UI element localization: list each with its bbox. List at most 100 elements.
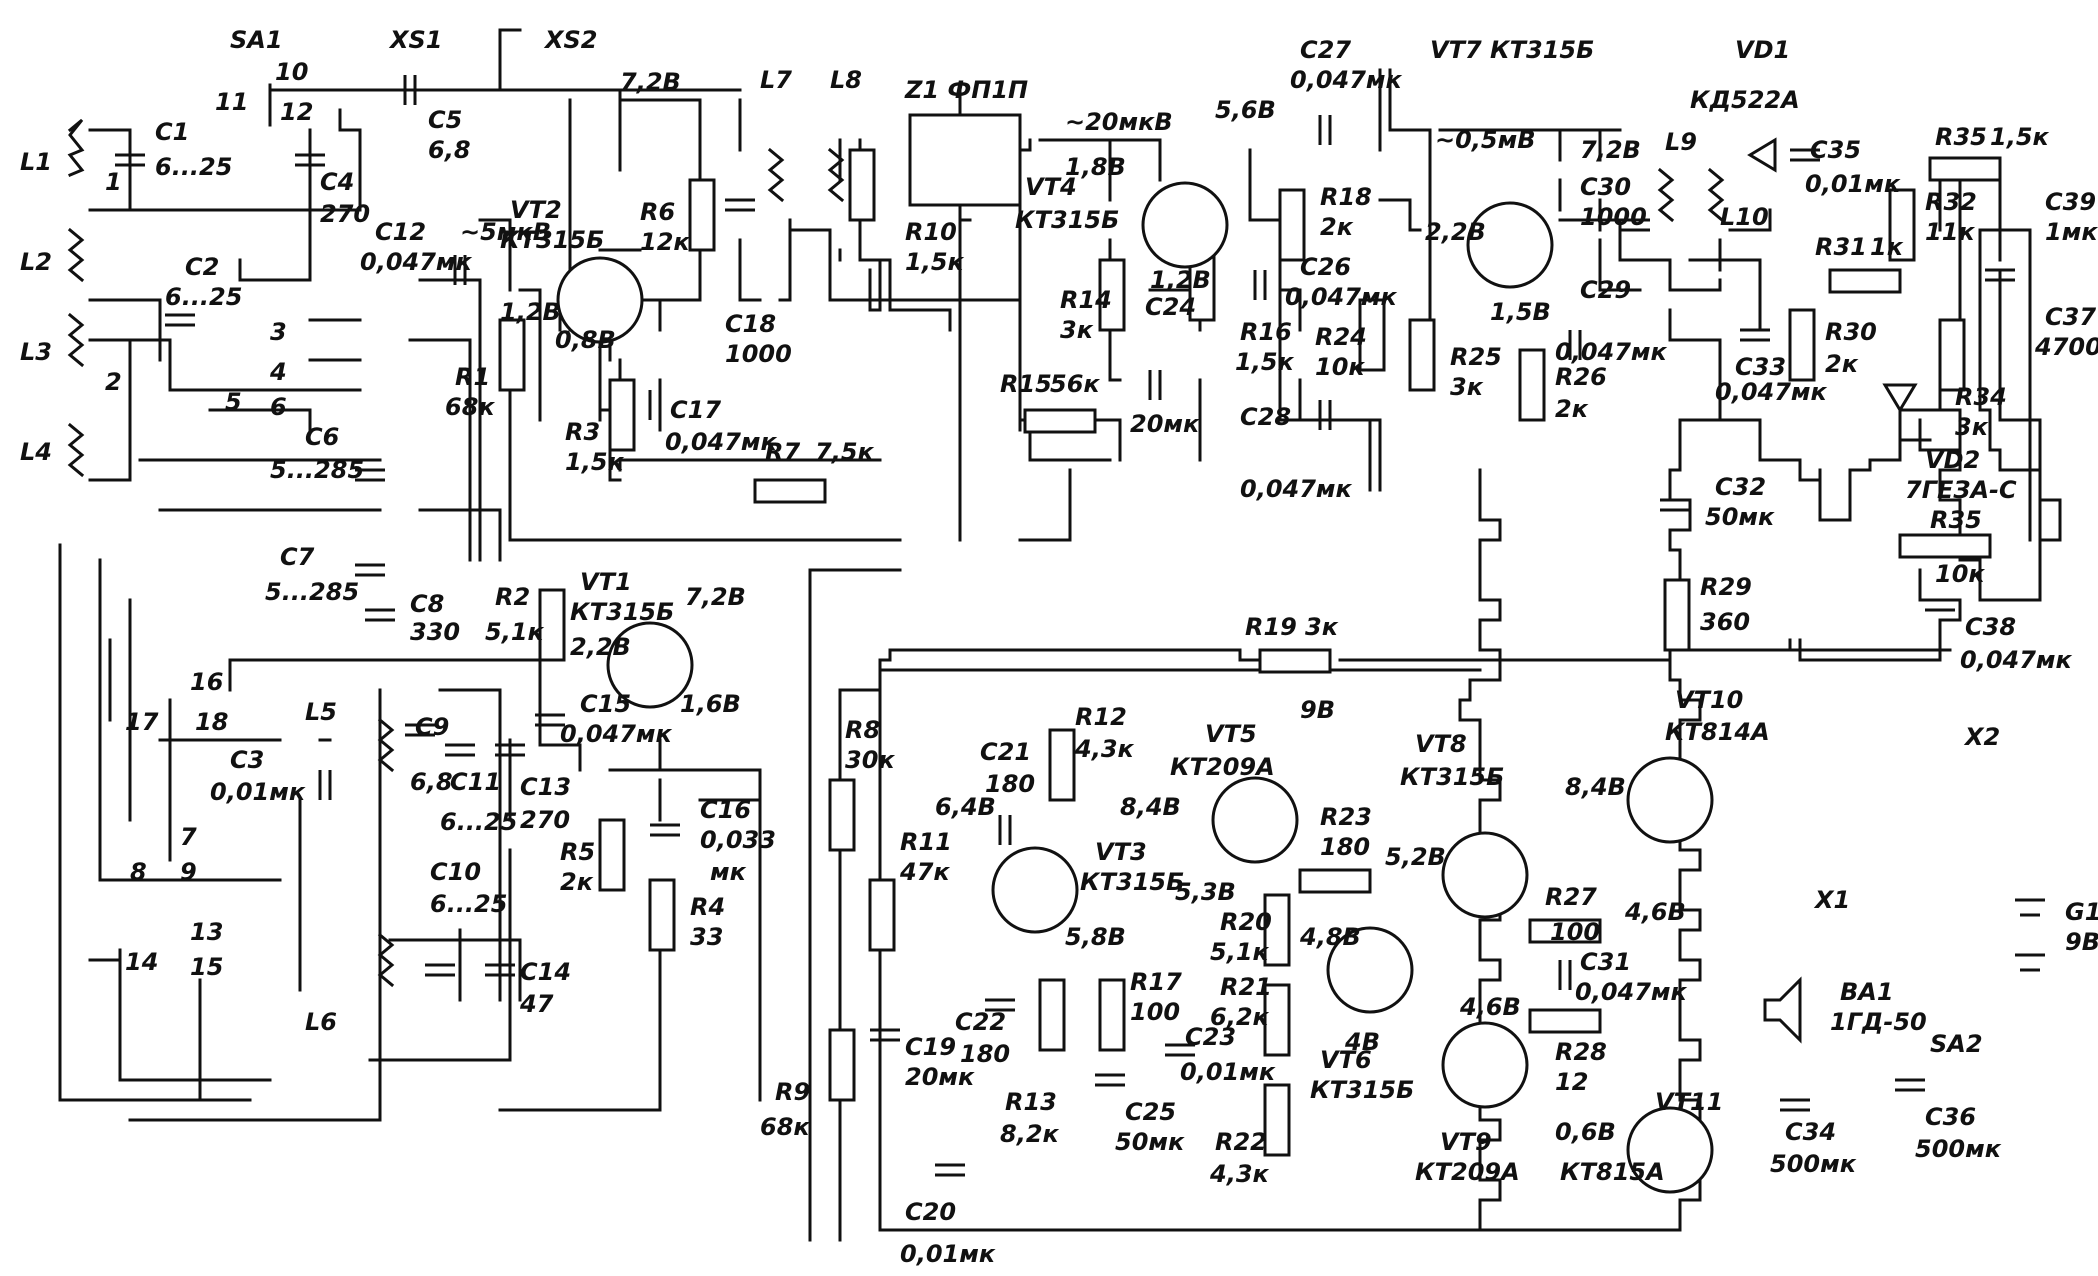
label-C31-value: 0,047мк bbox=[1575, 978, 1688, 1006]
label-R32-name: R32 bbox=[1925, 188, 1977, 216]
coil-L2 bbox=[67, 227, 85, 283]
label-C32-value: 50мк bbox=[1705, 503, 1775, 531]
label-voltages-4: 4,8В bbox=[1299, 923, 1361, 951]
label-VD2-value: 7ГЕЗА-С bbox=[1905, 476, 2017, 504]
label-VT2-value: КТ315Б bbox=[500, 226, 604, 254]
transistor-VT2 bbox=[556, 256, 644, 344]
label-coils-0: L1 bbox=[20, 148, 52, 176]
label-C8-value: 330 bbox=[410, 618, 460, 646]
label-R1-name: R1 bbox=[455, 363, 490, 391]
label-pins-15: 16 bbox=[190, 668, 223, 696]
resistor-R4 bbox=[648, 878, 676, 952]
label-voltages-2: 1,5В bbox=[1490, 298, 1551, 326]
label-VT1-value: КТ315Б bbox=[570, 598, 674, 626]
label-VT9-name: VT9 bbox=[1440, 1128, 1492, 1156]
label-pins-12: 13 bbox=[190, 918, 223, 946]
label-pins-11: 12 bbox=[280, 98, 313, 126]
label-voltages-1: 7,2В bbox=[1580, 136, 1641, 164]
resistor-R17 bbox=[1098, 978, 1126, 1052]
label-R15-name: R15 bbox=[1000, 370, 1052, 398]
label-R28-value: 12 bbox=[1555, 1068, 1588, 1096]
label-R16-value: 1,5к bbox=[1235, 348, 1295, 376]
label-pins-5: 6 bbox=[270, 393, 287, 421]
label-R13-value: 8,2к bbox=[1000, 1120, 1060, 1148]
label-VT4-value: КТ315Б bbox=[1015, 206, 1119, 234]
label-R15-value: 56к bbox=[1050, 370, 1100, 398]
label-voltages-1: 2,2В bbox=[570, 633, 631, 661]
label-VT3-value: КТ315Б bbox=[1080, 868, 1184, 896]
label-VT10-name: VT10 bbox=[1675, 686, 1743, 714]
label-pins-4: 5 bbox=[225, 388, 242, 416]
label-R3-name: R3 bbox=[565, 418, 600, 446]
label-C19-name: C19 bbox=[905, 1033, 956, 1061]
resistor-R32 bbox=[1888, 188, 1916, 262]
label-signal-z1: ~20мкВ bbox=[1065, 108, 1173, 136]
label-R11-value: 47к bbox=[899, 858, 950, 886]
resistor-R34 bbox=[1938, 318, 1966, 392]
label-R25-name: R25 bbox=[1450, 343, 1502, 371]
label-C26-name: C26 bbox=[1300, 253, 1351, 281]
label-G1-value: 9В bbox=[2065, 928, 2098, 956]
coil-L10 bbox=[1707, 167, 1725, 223]
label-C39-value: 1мк bbox=[2045, 218, 2098, 246]
label-voltages-2: 1,6В bbox=[680, 690, 741, 718]
label-C20-name: C20 bbox=[905, 1198, 956, 1226]
coil-L6 bbox=[377, 932, 395, 988]
label-C8-name: C8 bbox=[410, 590, 444, 618]
label-pins-14: 15 bbox=[190, 953, 223, 981]
label-R12-name: R12 bbox=[1075, 703, 1127, 731]
label-coils-1: L2 bbox=[20, 248, 52, 276]
label-VT7: VT7 КТ315Б bbox=[1430, 36, 1594, 64]
resistor-R5 bbox=[598, 818, 626, 892]
label-C35-value: 0,01мк bbox=[1805, 170, 1901, 198]
label-C16-name: C16 bbox=[700, 796, 751, 824]
label-R30-name: R30 bbox=[1825, 318, 1877, 346]
resistor-R26 bbox=[1518, 348, 1546, 422]
label-C28-name: C28 bbox=[1240, 403, 1291, 431]
label-C2-name: C2 bbox=[185, 253, 219, 281]
label-C37-value: 4700 bbox=[2034, 333, 2098, 361]
label-coils-0: L5 bbox=[305, 698, 337, 726]
label-pins-6: 7 bbox=[180, 823, 197, 851]
resistor-R19 bbox=[1258, 648, 1332, 674]
coil-L8 bbox=[827, 147, 845, 203]
label-R18-value: 2к bbox=[1320, 213, 1354, 241]
label-pins-3: 4 bbox=[269, 358, 287, 386]
label-Z1: Z1 ФП1П bbox=[904, 76, 1028, 104]
label-C38-name: C38 bbox=[1965, 613, 2016, 641]
resistor-R20 bbox=[1263, 893, 1291, 967]
label-R5-name: R5 bbox=[560, 838, 595, 866]
label-C4-value: 270 bbox=[320, 200, 370, 228]
label-C18-name: C18 bbox=[725, 310, 776, 338]
label-R21-value: 6,2к bbox=[1210, 1003, 1270, 1031]
resistor-R3 bbox=[608, 378, 636, 452]
label-C3-name: C3 bbox=[230, 746, 264, 774]
resistor-R10 bbox=[848, 148, 876, 222]
label-C12-name: C12 bbox=[375, 218, 426, 246]
label-R29-name: R29 bbox=[1700, 573, 1752, 601]
filter-Z1 bbox=[908, 113, 1022, 207]
label-C29-value: 0,047мк bbox=[1555, 338, 1668, 366]
resistor-R29 bbox=[1663, 578, 1691, 652]
label-voltages-2: 1,2В bbox=[1150, 266, 1211, 294]
label-C22-name: C22 bbox=[955, 1008, 1006, 1036]
label-R31-value: 1к bbox=[1870, 233, 1904, 261]
label-C35-name: C35 bbox=[1810, 136, 1861, 164]
coil-L7 bbox=[767, 147, 785, 203]
label-R25-value: 3к bbox=[1450, 373, 1484, 401]
label-VT3-name: VT3 bbox=[1095, 838, 1147, 866]
label-C36-value: 500мк bbox=[1915, 1135, 2002, 1163]
resistor-R22 bbox=[1263, 1083, 1291, 1157]
label-R4-name: R4 bbox=[690, 893, 725, 921]
label-R8-name: R8 bbox=[845, 716, 880, 744]
resistor-R12 bbox=[1048, 728, 1076, 802]
label-R17-name: R17 bbox=[1130, 968, 1182, 996]
label-R27-name: R27 bbox=[1545, 883, 1597, 911]
label-R28-name: R28 bbox=[1555, 1038, 1607, 1066]
label-R35a-value: 1,5к bbox=[1990, 123, 2050, 151]
resistor-R15 bbox=[1023, 408, 1097, 434]
label-VT5-value: КТ209А bbox=[1170, 753, 1275, 781]
label-C30-name: C30 bbox=[1580, 173, 1631, 201]
resistor-R25 bbox=[1408, 318, 1436, 392]
